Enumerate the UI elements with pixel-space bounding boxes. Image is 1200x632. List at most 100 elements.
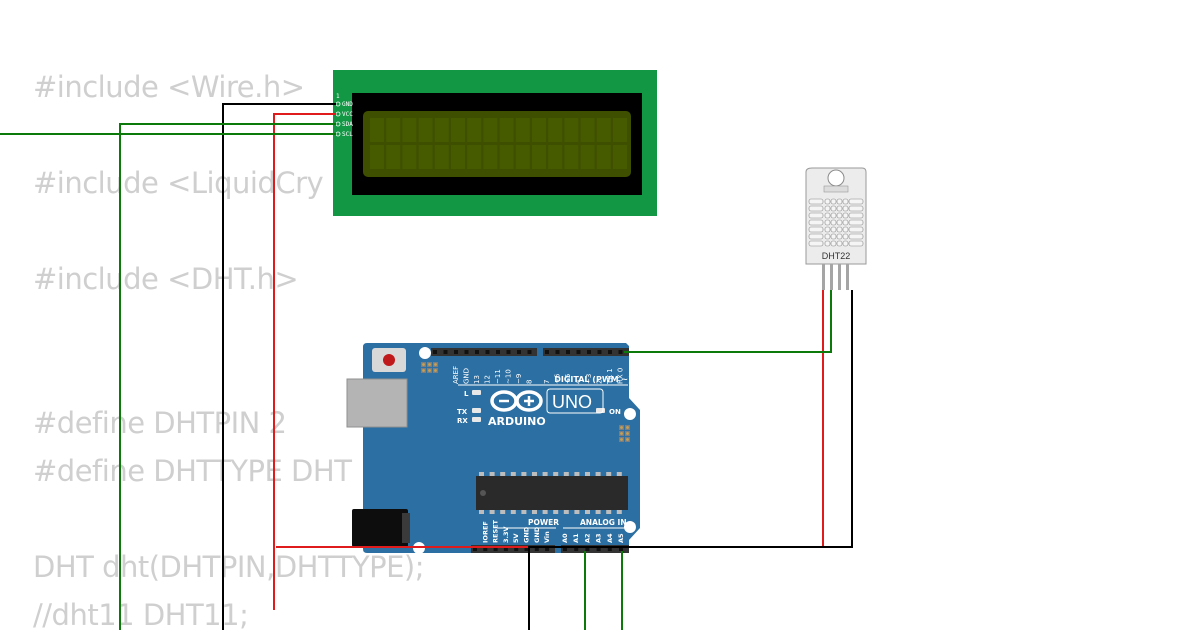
header-hole[interactable] bbox=[608, 350, 612, 354]
chip-pins bbox=[479, 472, 622, 514]
header-hole[interactable] bbox=[597, 350, 602, 354]
chip-pin bbox=[532, 472, 537, 476]
lcd-char-cell bbox=[434, 145, 449, 169]
power-jack[interactable] bbox=[352, 509, 408, 547]
digital-header-left[interactable] bbox=[431, 348, 537, 356]
grill-hole bbox=[836, 233, 843, 240]
grill-slot bbox=[808, 240, 824, 247]
header-hole[interactable] bbox=[454, 350, 458, 354]
chip-pin bbox=[595, 472, 601, 476]
header-hole[interactable] bbox=[576, 350, 581, 354]
digital-pin-label: ~11 bbox=[494, 369, 502, 384]
header-hole[interactable] bbox=[618, 350, 623, 354]
lcd-char-cell bbox=[515, 118, 530, 142]
chip-pin bbox=[574, 472, 580, 476]
grill-hole bbox=[836, 198, 843, 205]
usb-connector[interactable] bbox=[346, 378, 408, 428]
header-hole[interactable] bbox=[503, 547, 508, 551]
digital-header-right[interactable] bbox=[543, 348, 629, 356]
header-hole[interactable] bbox=[473, 547, 477, 551]
wire-lcd-gnd[interactable] bbox=[222, 103, 336, 630]
sensor-pin[interactable] bbox=[846, 264, 849, 290]
digital-pin-label: AREF bbox=[452, 366, 460, 384]
digital-pin-label: ~3 bbox=[585, 374, 593, 384]
chip-pin bbox=[574, 510, 580, 514]
header-hole[interactable] bbox=[433, 350, 437, 354]
analog-pin-label: A1 bbox=[572, 533, 580, 543]
lcd-char-cell bbox=[451, 118, 465, 142]
header-hole[interactable] bbox=[607, 547, 612, 551]
chip-pin bbox=[585, 510, 590, 514]
lcd-char-cell bbox=[499, 145, 514, 169]
code-line: DHT dht(DHTPIN,DHTTYPE); bbox=[33, 550, 425, 584]
header-hole[interactable] bbox=[596, 547, 601, 551]
digital-pin-label: ~9 bbox=[515, 374, 523, 384]
wire-dht-data[interactable] bbox=[624, 290, 832, 353]
grill-slot bbox=[848, 205, 864, 212]
sensor-pin[interactable] bbox=[838, 264, 841, 290]
header-hole[interactable] bbox=[517, 350, 521, 354]
power-pin-label: GND bbox=[533, 526, 541, 543]
sensor-pin[interactable] bbox=[822, 264, 825, 290]
header-hole[interactable] bbox=[566, 350, 570, 354]
header-hole[interactable] bbox=[534, 547, 539, 551]
analog-pin-label: A0 bbox=[561, 533, 569, 543]
header-hole[interactable] bbox=[545, 350, 549, 354]
wires[interactable] bbox=[0, 103, 853, 630]
icsp-header-2 bbox=[619, 425, 630, 442]
grill-hole bbox=[836, 205, 843, 212]
header-hole[interactable] bbox=[563, 547, 567, 551]
grill-hole bbox=[836, 226, 843, 233]
icsp-pad bbox=[626, 426, 629, 429]
header-hole[interactable] bbox=[545, 547, 550, 551]
icsp-pad bbox=[620, 432, 623, 435]
led-tx bbox=[472, 408, 481, 413]
lcd-pin-index: 1 bbox=[336, 93, 340, 100]
header-hole[interactable] bbox=[493, 547, 498, 551]
power-header[interactable] bbox=[471, 545, 555, 553]
header-hole[interactable] bbox=[527, 350, 532, 354]
header-hole[interactable] bbox=[587, 350, 591, 354]
wire-lcd-vcc[interactable] bbox=[273, 113, 336, 610]
analog-pin-label: A5 bbox=[617, 533, 625, 543]
header-hole[interactable] bbox=[574, 547, 579, 551]
grill-hole bbox=[824, 219, 831, 226]
dht22-sensor[interactable]: DHT22 bbox=[805, 167, 867, 290]
code-line: #include <DHT.h> bbox=[33, 262, 299, 296]
icsp-pad bbox=[620, 438, 623, 441]
header-hole[interactable] bbox=[555, 350, 560, 354]
analog-header[interactable] bbox=[561, 545, 629, 553]
icsp-header bbox=[421, 362, 438, 373]
header-hole[interactable] bbox=[475, 350, 479, 354]
grill-hole bbox=[842, 233, 849, 240]
sensor-pin[interactable] bbox=[830, 264, 833, 290]
icsp-pad bbox=[626, 438, 629, 441]
lcd-char-cell bbox=[483, 145, 498, 169]
header-hole[interactable] bbox=[585, 547, 590, 551]
header-hole[interactable] bbox=[443, 350, 448, 354]
lcd-char-cell bbox=[613, 145, 627, 169]
header-hole[interactable] bbox=[506, 350, 511, 354]
grill-hole bbox=[830, 219, 837, 226]
analog-label: ANALOG IN bbox=[580, 518, 627, 527]
wire-dht-gnd[interactable] bbox=[528, 290, 853, 630]
grill-hole bbox=[842, 240, 849, 247]
header-hole[interactable] bbox=[619, 547, 623, 551]
chip-pin bbox=[521, 472, 527, 476]
header-hole[interactable] bbox=[514, 547, 519, 551]
header-hole[interactable] bbox=[496, 350, 500, 354]
analog-pin-label: A2 bbox=[583, 533, 591, 543]
header-hole[interactable] bbox=[524, 547, 529, 551]
header-hole[interactable] bbox=[464, 350, 469, 354]
digital-pin-label: 7 bbox=[543, 380, 551, 384]
lcd-display[interactable]: 1 GND VCC SDA SCL bbox=[333, 70, 657, 216]
code-line: //dht11 DHT11; bbox=[33, 598, 249, 632]
sensor-label: DHT22 bbox=[822, 251, 851, 261]
header-hole[interactable] bbox=[485, 350, 490, 354]
wire-lcd-sda[interactable] bbox=[119, 123, 336, 630]
header-hole[interactable] bbox=[483, 547, 488, 551]
